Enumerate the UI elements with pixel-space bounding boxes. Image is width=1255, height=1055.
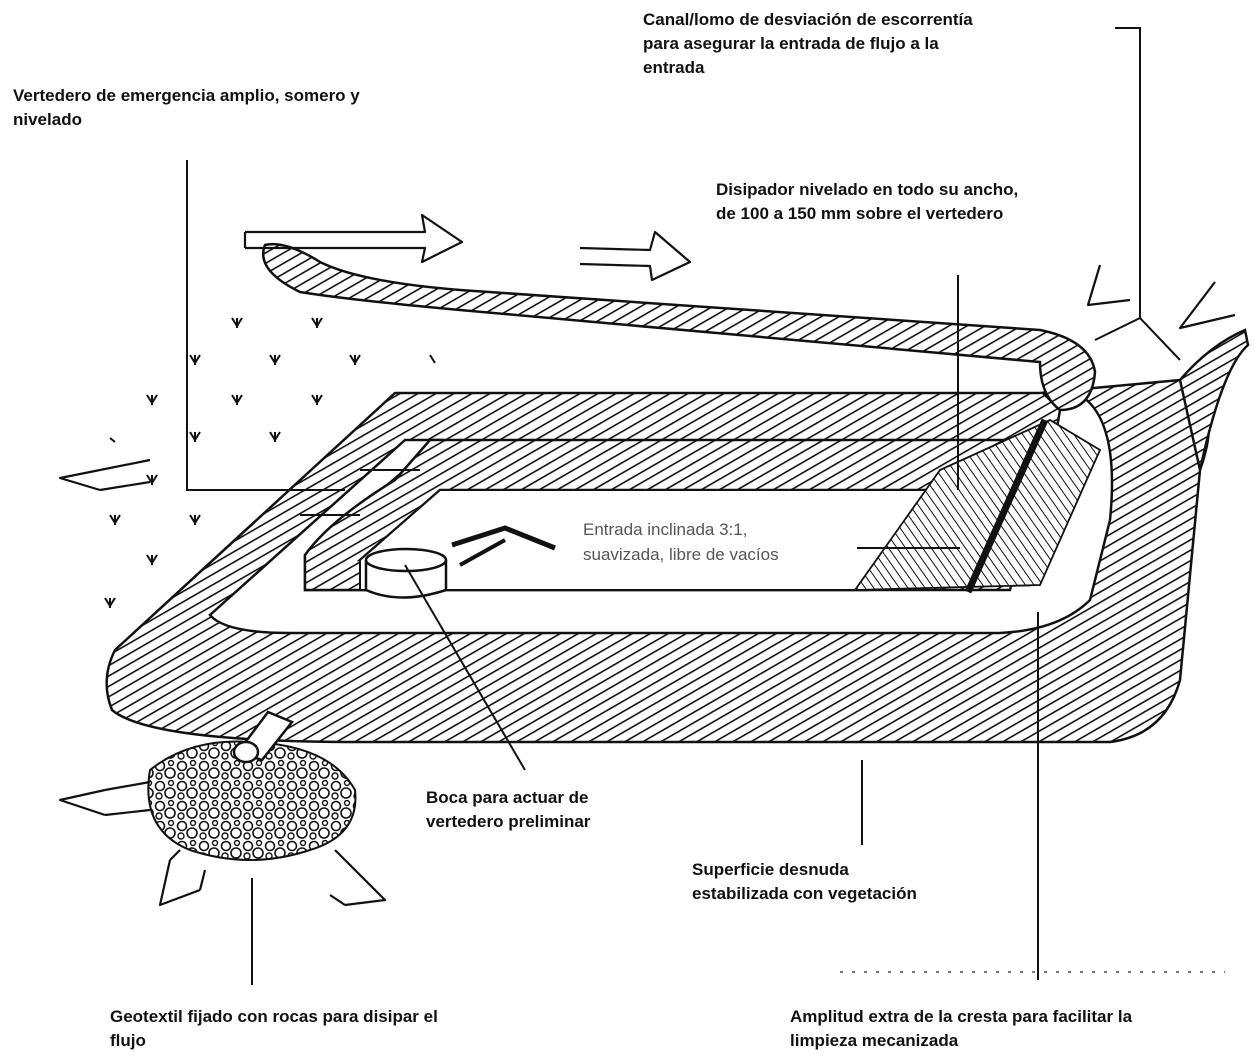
pipe-mouth — [234, 742, 258, 762]
diversion-berm — [263, 244, 1095, 410]
label-surface: Superficie desnuda estabilizada con vege… — [692, 858, 917, 906]
label-geotextile: Geotextil fijado con rocas para disipar … — [110, 1005, 438, 1053]
label-mouth: Boca para actuar de vertedero preliminar — [426, 786, 590, 834]
label-spillway: Vertedero de emergencia amplio, somero y… — [13, 84, 360, 132]
label-channel: Canal/lomo de desviación de escorrentía … — [643, 8, 973, 80]
label-crest: Amplitud extra de la cresta para facilit… — [790, 1005, 1132, 1053]
label-inlet: Entrada inclinada 3:1, suavizada, libre … — [583, 517, 779, 567]
label-dissipator: Disipador nivelado en todo su ancho, de … — [716, 178, 1018, 226]
spillway-pointer — [187, 160, 345, 490]
